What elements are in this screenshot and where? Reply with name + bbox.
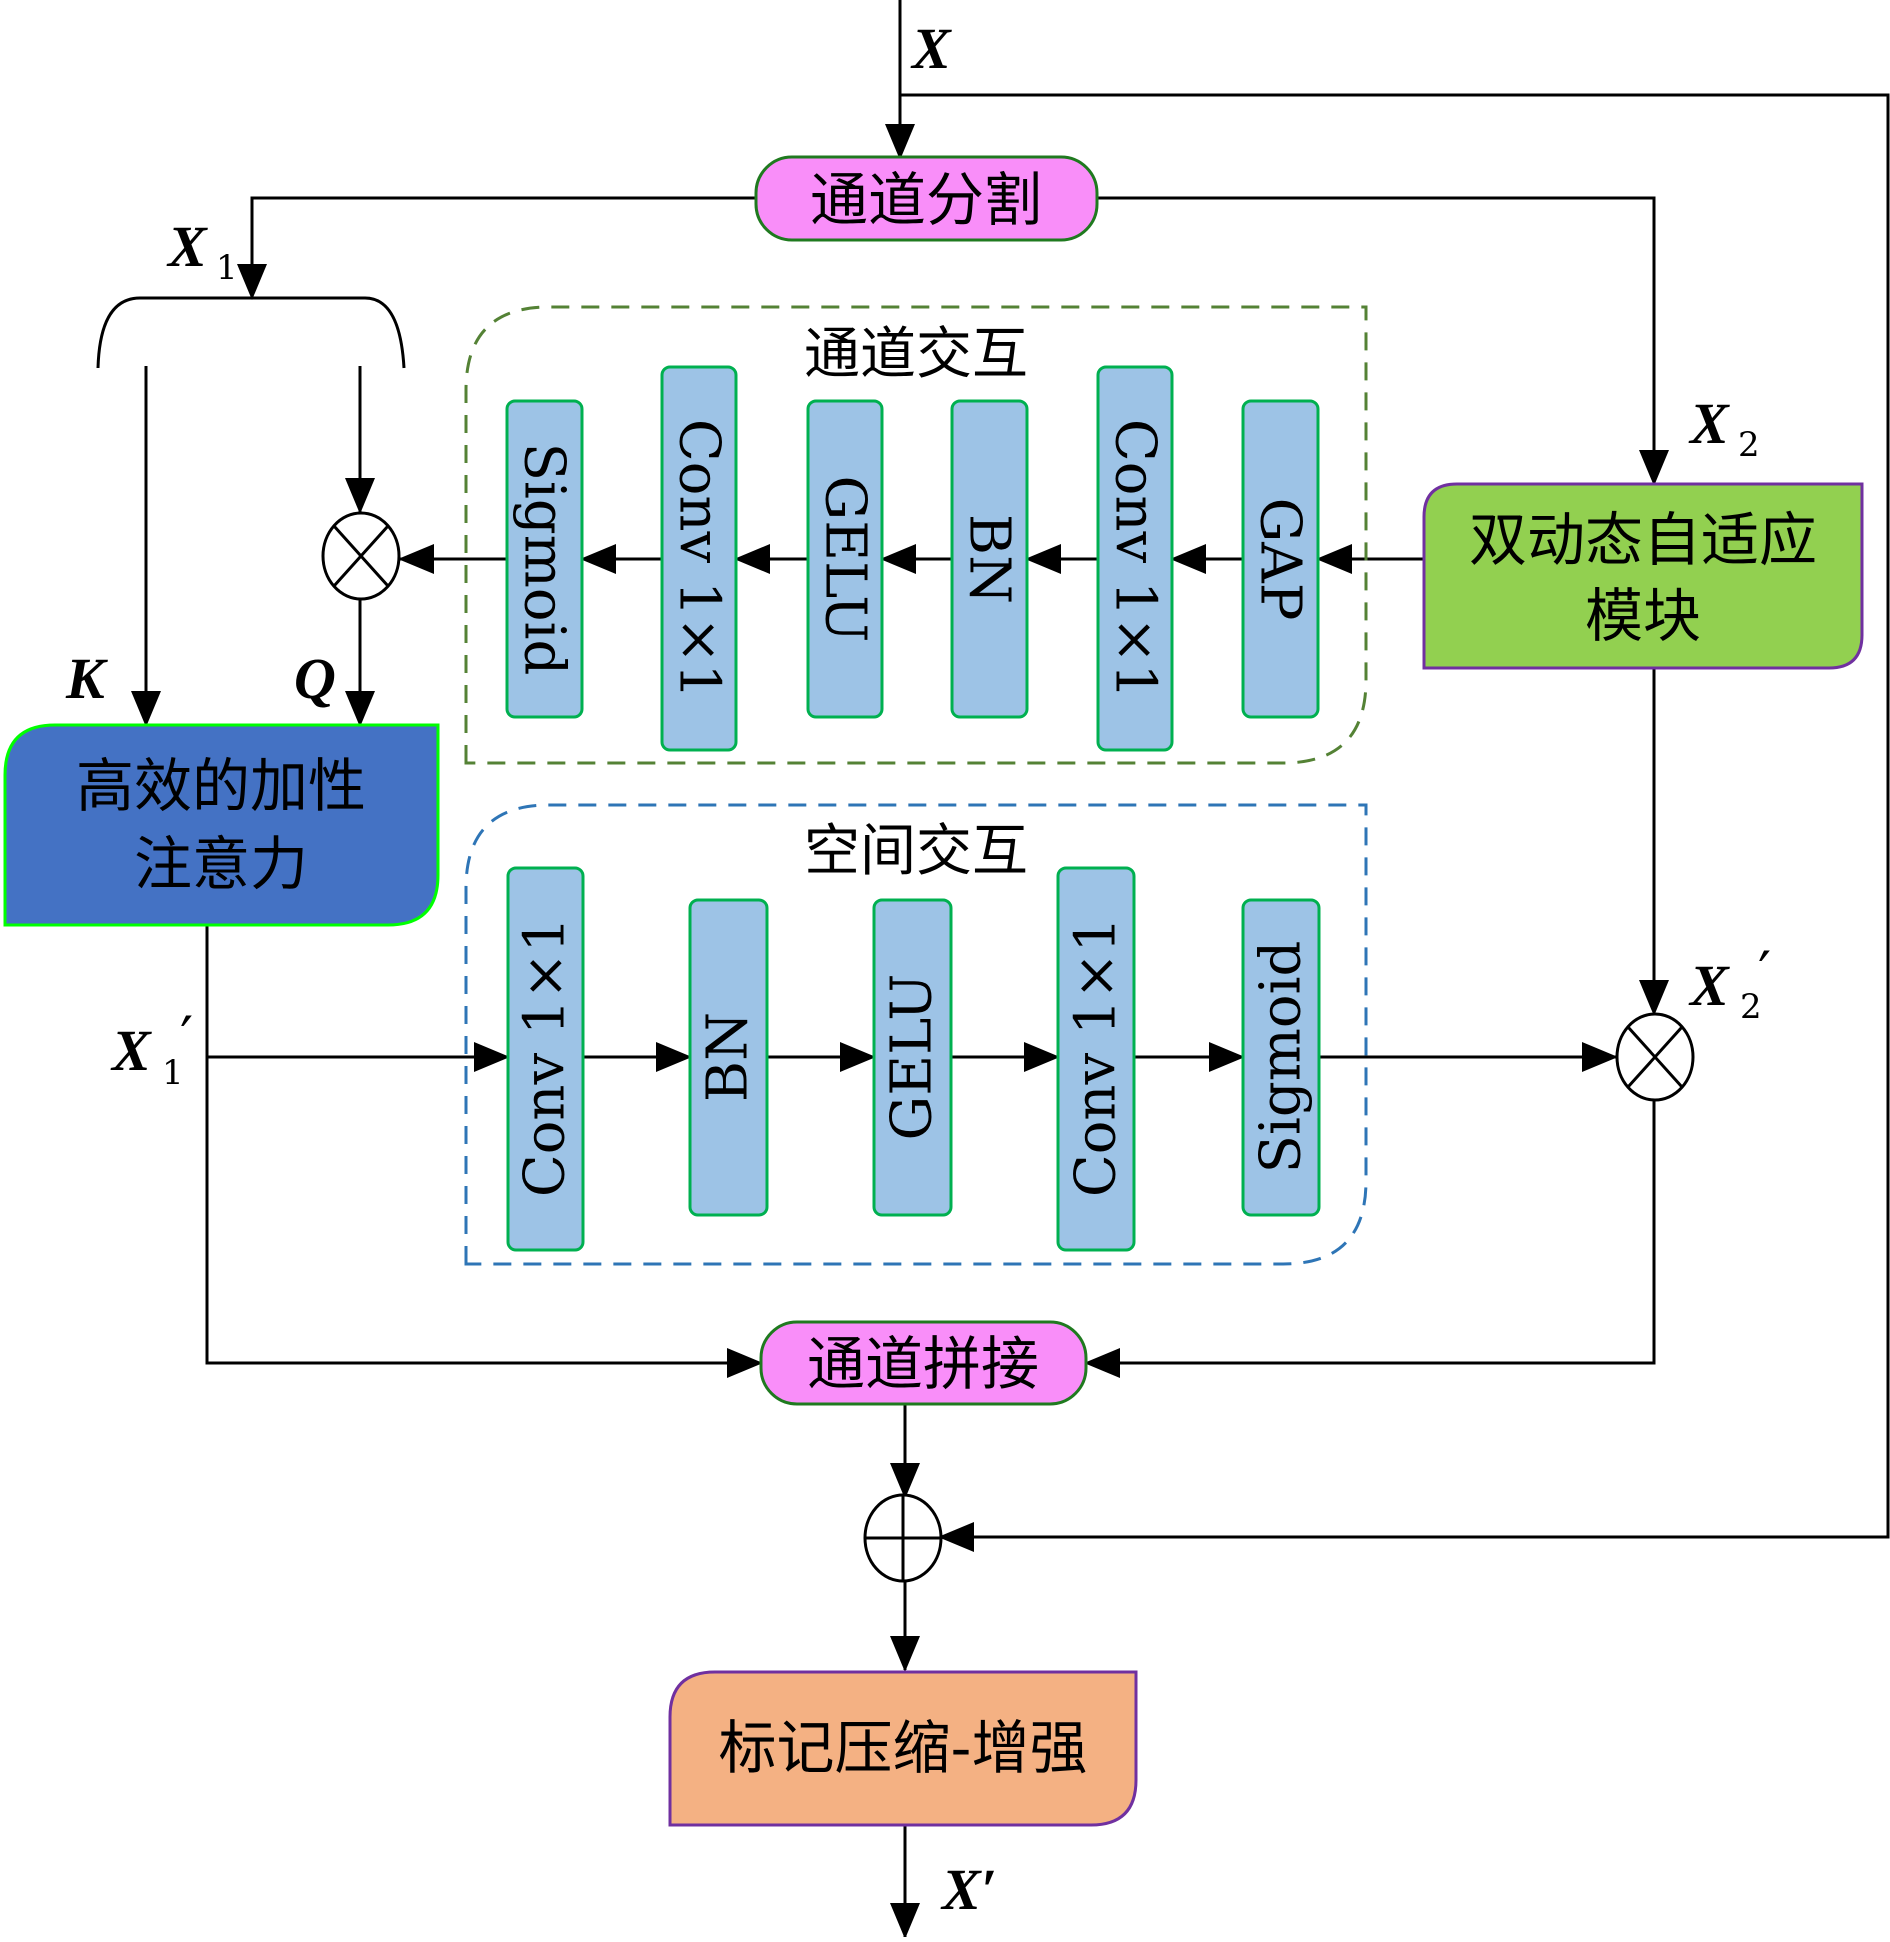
channel-block-bn: BN: [950, 399, 1029, 719]
var-q: Q: [294, 646, 336, 711]
channel-block-gap: GAP: [1241, 399, 1320, 719]
spatial-block-sigmoid: Sigmoid: [1241, 898, 1321, 1217]
channel-split-label: 通道分割: [810, 166, 1042, 234]
channel-block-conv-b: Conv 1×1: [660, 365, 738, 752]
x1-brace: [96, 296, 406, 369]
channel-concat-label: 通道拼接: [807, 1330, 1039, 1398]
dual-dynamic-node: 双动态自适应 模块: [1422, 482, 1864, 670]
var-x2-prime: X 2 ′: [1688, 939, 1771, 1027]
edge-x-residual: [900, 93, 1890, 1552]
channel-concat-node: 通道拼接: [759, 1320, 1088, 1406]
var-x2-prime-sub: 2: [1740, 987, 1762, 1027]
spatial-block-conv-a-label: Conv 1×1: [513, 917, 578, 1197]
var-x1-prime-mark: ′: [180, 1004, 193, 1072]
channel-interaction-title: 通道交互: [804, 322, 1028, 387]
multiply-operator-x2: [1615, 1012, 1695, 1102]
token-compress-node: 标记压缩-增强: [668, 1670, 1138, 1827]
additive-attention-node: 高效的加性 注意力: [3, 723, 440, 927]
spatial-block-conv-b: Conv 1×1: [1056, 866, 1136, 1252]
spatial-block-bn-label: BN: [696, 1012, 761, 1102]
edge-attn-to-concat: [205, 925, 763, 1378]
spatial-interaction-group: [464, 803, 1368, 1266]
var-x2-main: X: [1688, 391, 1730, 456]
edge-mul2-to-concat: [1084, 1100, 1656, 1378]
spatial-block-gelu: GELU: [872, 898, 953, 1217]
connectors: [96, 0, 1890, 1939]
channel-block-sigmoid: Sigmoid: [505, 399, 584, 719]
channel-interaction-group: [464, 305, 1368, 765]
add-operator: [863, 1493, 943, 1583]
token-compress-label: 标记压缩-增强: [719, 1714, 1088, 1782]
edge-split-to-x1: [237, 196, 756, 300]
additive-attention-label-line1: 高效的加性: [76, 752, 366, 820]
var-x2-prime-main: X: [1688, 953, 1730, 1018]
var-x1-prime: X 1 ′: [110, 1004, 193, 1093]
spatial-interaction-title: 空间交互: [804, 819, 1028, 884]
spatial-block-conv-a: Conv 1×1: [506, 866, 585, 1252]
multiply-operator-q: [321, 511, 401, 601]
var-k: K: [65, 646, 108, 711]
var-x2-sub: 2: [1738, 425, 1760, 465]
channel-block-gelu-label: GELU: [813, 476, 878, 643]
channel-block-bn-label: BN: [957, 514, 1022, 604]
var-x-input: X: [910, 16, 952, 81]
channel-split-node: 通道分割: [754, 155, 1099, 242]
spatial-block-bn: BN: [688, 898, 769, 1217]
channel-block-gap-label: GAP: [1248, 498, 1313, 621]
edge-split-to-x2: [1097, 196, 1669, 486]
var-x-output: X′: [940, 1857, 997, 1922]
var-x1: X 1: [166, 214, 238, 288]
channel-block-sigmoid-label: Sigmoid: [512, 443, 577, 676]
spatial-block-gelu-label: GELU: [880, 974, 945, 1141]
spatial-blocks: Conv 1×1 BN GELU Conv 1×1 Sigmoid: [506, 866, 1321, 1252]
spatial-block-sigmoid-label: Sigmoid: [1249, 941, 1314, 1174]
var-x1-prime-sub: 1: [162, 1053, 184, 1093]
channel-block-gelu: GELU: [806, 399, 884, 719]
dual-dynamic-label-line1: 双动态自适应: [1469, 506, 1817, 574]
channel-block-conv-a: Conv 1×1: [1096, 365, 1174, 752]
var-x1-prime-main: X: [110, 1018, 152, 1083]
var-x1-sub: 1: [216, 248, 238, 288]
channel-block-conv-b-label: Conv 1×1: [667, 419, 732, 699]
additive-attention-label-line2: 注意力: [134, 830, 308, 898]
spatial-block-conv-b-label: Conv 1×1: [1064, 917, 1129, 1197]
channel-blocks: GAP Conv 1×1 BN GELU Conv 1×1 Sigmoid: [505, 365, 1320, 752]
channel-block-conv-a-label: Conv 1×1: [1103, 419, 1168, 699]
var-x2-prime-mark: ′: [1758, 939, 1771, 1007]
var-x1-main: X: [166, 214, 208, 279]
var-x2: X 2: [1688, 391, 1760, 465]
dual-dynamic-label-line2: 模块: [1585, 582, 1701, 650]
